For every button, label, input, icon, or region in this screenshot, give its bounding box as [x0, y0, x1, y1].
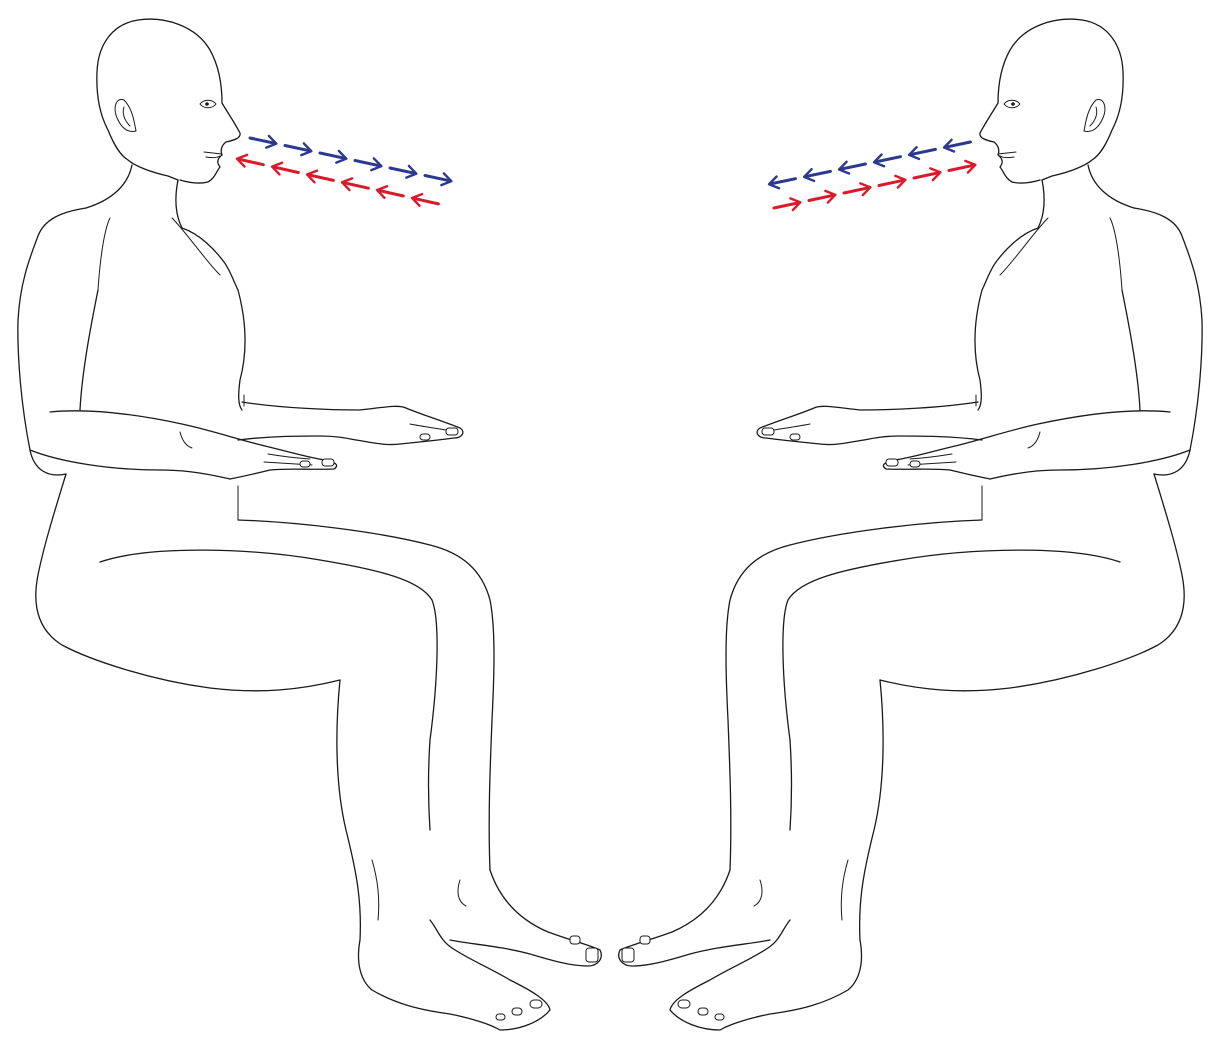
- arrow-right-incoming-4: [876, 172, 909, 193]
- arrow-group-right-incoming: [771, 157, 979, 216]
- arrow-right-incoming-6: [946, 157, 979, 178]
- arrow-left-incoming-3: [304, 167, 337, 188]
- arrow-right-incoming-1: [771, 194, 804, 216]
- person-left: [17, 18, 602, 1031]
- arrow-left-outgoing-4: [352, 153, 385, 174]
- arrow-right-incoming-5: [911, 164, 944, 186]
- arrow-left-outgoing-3: [317, 145, 350, 167]
- arrow-right-outgoing-6: [941, 134, 974, 155]
- arrow-right-incoming-2: [806, 187, 839, 208]
- arrow-left-incoming-6: [409, 190, 442, 212]
- arrow-left-incoming-4: [339, 174, 372, 196]
- arrow-group-right-outgoing: [766, 134, 974, 192]
- arrow-left-outgoing-2: [282, 138, 315, 159]
- arrow-right-outgoing-1: [766, 171, 799, 192]
- arrow-right-outgoing-2: [801, 163, 834, 185]
- arrow-left-outgoing-6: [422, 168, 455, 189]
- arrow-left-incoming-2: [269, 159, 302, 180]
- arrow-left-outgoing-5: [387, 160, 420, 182]
- arrow-left-incoming-1: [234, 151, 267, 173]
- arrow-left-outgoing-1: [247, 130, 280, 152]
- arrow-right-incoming-3: [841, 179, 874, 201]
- person-right: [618, 18, 1203, 1031]
- arrow-right-outgoing-3: [836, 156, 869, 177]
- arrow-left-incoming-5: [374, 182, 407, 204]
- arrow-right-outgoing-5: [906, 141, 939, 163]
- arrow-right-outgoing-4: [871, 149, 904, 170]
